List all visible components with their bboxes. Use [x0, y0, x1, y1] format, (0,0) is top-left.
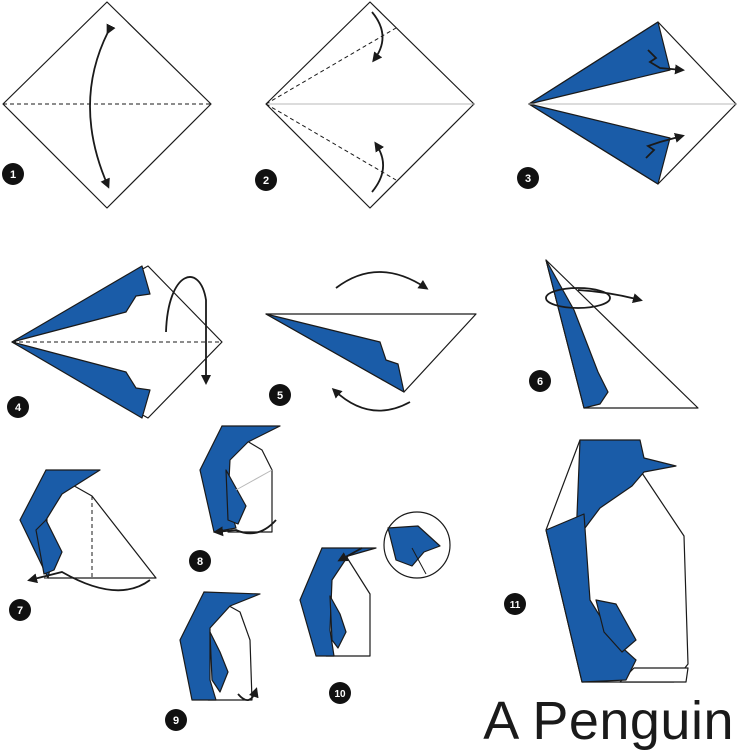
fold-arrow — [27, 571, 151, 592]
step-number-badge: 1 — [2, 163, 24, 185]
diagram-title: A Penguin — [483, 691, 734, 751]
step-number-badge: 2 — [255, 169, 277, 191]
step-11 — [545, 439, 689, 683]
svg-text:9: 9 — [173, 715, 179, 727]
svg-text:6: 6 — [537, 376, 543, 388]
svg-text:3: 3 — [525, 173, 531, 185]
step-number-badge: 10 — [329, 682, 351, 704]
step-8 — [199, 425, 281, 537]
outside-reverse-arrow-head — [577, 289, 643, 304]
pleat-arrow — [647, 49, 685, 75]
blue-flap-bottom — [528, 103, 671, 185]
step-3 — [528, 21, 737, 185]
svg-text:4: 4 — [15, 402, 22, 414]
blue-flap-top — [528, 21, 671, 105]
fold-arrow — [213, 519, 277, 537]
blue-wing — [265, 313, 405, 393]
inset-fold-line — [411, 547, 427, 575]
svg-text:10: 10 — [334, 689, 346, 700]
inset-head — [387, 525, 441, 567]
rotate-arrow-top — [335, 271, 429, 290]
blue-flap-top — [11, 265, 151, 343]
pleat-arrow — [645, 133, 685, 159]
step-5 — [265, 271, 477, 412]
paper-square — [265, 1, 475, 209]
blue-wing — [209, 631, 229, 693]
blue-flap-bottom — [11, 341, 151, 419]
step-7 — [19, 469, 157, 592]
svg-text:2: 2 — [263, 175, 269, 187]
step-number-badge: 4 — [7, 396, 29, 418]
step-number-badge: 5 — [269, 384, 291, 406]
blue-head-back — [299, 547, 377, 657]
fold-behind-arrow — [165, 276, 211, 385]
step-2 — [265, 1, 475, 209]
step-number-badge: 7 — [9, 599, 31, 621]
svg-text:11: 11 — [510, 600, 521, 611]
blue-wing — [35, 519, 63, 575]
svg-text:8: 8 — [197, 556, 203, 568]
step-number-badge: 11 — [504, 593, 526, 615]
step-9 — [179, 591, 261, 701]
blue-wing — [225, 469, 247, 525]
svg-text:5: 5 — [277, 390, 283, 402]
step-number-badge: 8 — [189, 550, 211, 572]
step-10 — [299, 511, 451, 657]
step-4 — [11, 265, 223, 419]
crease-line — [235, 469, 273, 491]
step-number-badge: 9 — [165, 709, 187, 731]
svg-text:1: 1 — [10, 169, 16, 181]
fold-arrow — [337, 547, 363, 562]
fold-arrow — [237, 687, 259, 701]
fold-arrow — [371, 141, 385, 193]
step-1 — [2, 1, 212, 209]
fold-arrow — [371, 11, 384, 63]
step-6 — [545, 259, 699, 409]
rotate-arrow-bottom — [331, 387, 411, 412]
blue-body — [545, 259, 609, 409]
step-number-badge: 6 — [529, 370, 551, 392]
step-number-badge: 3 — [517, 167, 539, 189]
outside-reverse-arrow — [545, 287, 611, 309]
fold-arrow — [89, 23, 116, 189]
blue-wing — [329, 595, 347, 649]
blue-wing — [595, 599, 637, 653]
blue-head-back — [179, 591, 261, 701]
svg-text:7: 7 — [17, 605, 23, 617]
